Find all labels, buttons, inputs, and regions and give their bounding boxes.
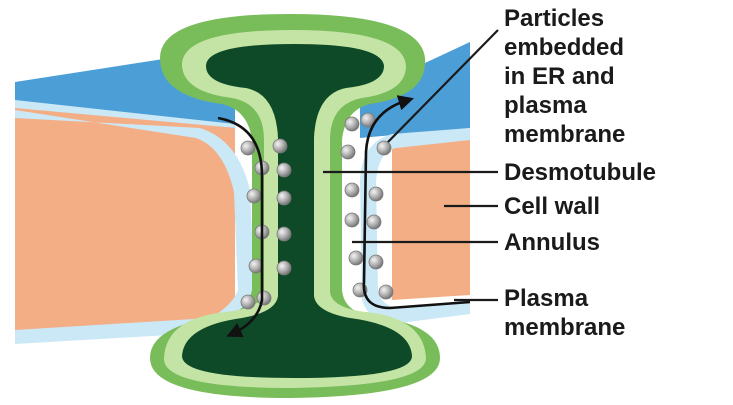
particle <box>349 251 363 265</box>
particle <box>273 139 287 153</box>
plasma-membrane-label: Plasma membrane <box>504 285 625 341</box>
particle <box>277 261 291 275</box>
particle <box>277 191 291 205</box>
particle <box>247 189 261 203</box>
labels: Particles embedded in ER and plasma memb… <box>504 5 656 341</box>
particle <box>367 215 381 229</box>
desmotubule-label: Desmotubule <box>504 159 656 186</box>
cell-wall-label: Cell wall <box>504 193 600 220</box>
particles-label-line5: membrane <box>504 121 625 148</box>
particles-label-line1: Particles <box>504 5 604 32</box>
particle <box>369 187 383 201</box>
particle <box>241 141 255 155</box>
particle <box>277 227 291 241</box>
particle <box>241 295 255 309</box>
particle <box>277 163 291 177</box>
particle <box>257 291 271 305</box>
particle <box>345 117 359 131</box>
particle <box>379 285 393 299</box>
particle <box>377 141 391 155</box>
particles-label-line4: plasma <box>504 92 587 119</box>
right-wall-front-face <box>392 132 470 300</box>
particles-label: Particles embedded in ER and plasma memb… <box>504 5 631 148</box>
annulus-label: Annulus <box>504 229 600 256</box>
particle <box>341 145 355 159</box>
plasma-membrane-label-line1: Plasma <box>504 285 589 312</box>
particles-label-line3: in ER and <box>504 63 615 90</box>
plasma-membrane-label-line2: membrane <box>504 314 625 341</box>
particle <box>369 255 383 269</box>
particle <box>345 213 359 227</box>
particles-label-line2: embedded <box>504 34 624 61</box>
particle <box>345 183 359 197</box>
